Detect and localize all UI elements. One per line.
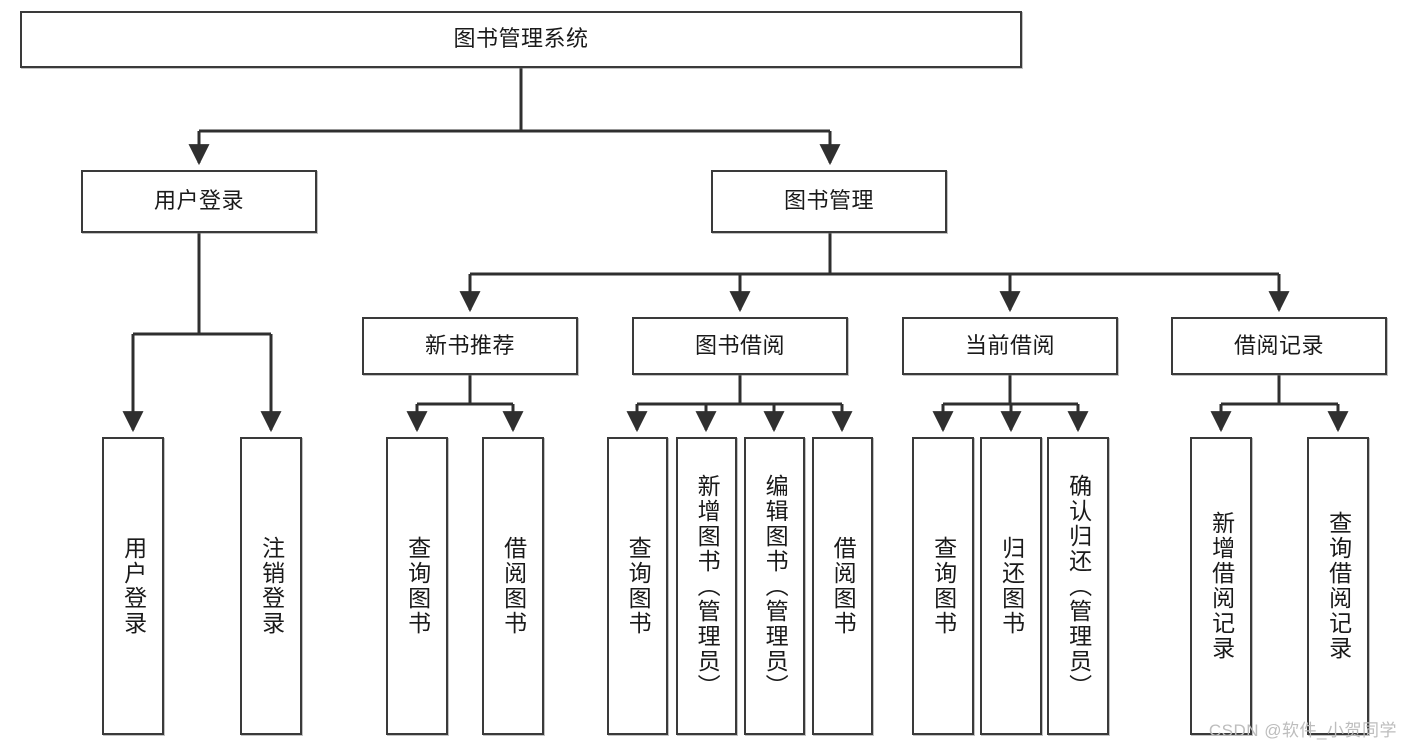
node-root-label: 图书管理系统 bbox=[453, 26, 589, 52]
node-new-book-recommend-label: 新书推荐 bbox=[424, 332, 515, 358]
leaf-query-borrow-record-label: 查询借阅记录 bbox=[1325, 511, 1352, 661]
node-current-borrow[interactable]: 当前借阅 bbox=[902, 317, 1118, 375]
leaf-query-books-borrow-label: 查询图书 bbox=[625, 536, 652, 636]
node-borrow-records[interactable]: 借阅记录 bbox=[1171, 317, 1387, 375]
node-user-login-label: 用户登录 bbox=[153, 188, 244, 214]
leaf-confirm-return-admin-label: 确认归还（管理员） bbox=[1065, 473, 1092, 699]
leaf-add-borrow-record[interactable]: 新增借阅记录 bbox=[1190, 437, 1252, 735]
leaf-query-books-current-label: 查询图书 bbox=[930, 536, 957, 636]
node-book-borrow[interactable]: 图书借阅 bbox=[632, 317, 848, 375]
leaf-add-borrow-record-label: 新增借阅记录 bbox=[1208, 511, 1235, 661]
leaf-user-login[interactable]: 用户登录 bbox=[102, 437, 164, 735]
leaf-query-borrow-record[interactable]: 查询借阅记录 bbox=[1307, 437, 1369, 735]
leaf-logout[interactable]: 注销登录 bbox=[240, 437, 302, 735]
leaf-edit-book-admin[interactable]: 编辑图书（管理员） bbox=[744, 437, 805, 735]
leaf-confirm-return-admin[interactable]: 确认归还（管理员） bbox=[1047, 437, 1109, 735]
node-current-borrow-label: 当前借阅 bbox=[964, 332, 1055, 358]
leaf-return-books-label: 归还图书 bbox=[998, 536, 1025, 636]
leaf-query-books-current[interactable]: 查询图书 bbox=[912, 437, 974, 735]
leaf-return-books[interactable]: 归还图书 bbox=[980, 437, 1042, 735]
leaf-query-books-new[interactable]: 查询图书 bbox=[386, 437, 448, 735]
leaf-query-books-borrow[interactable]: 查询图书 bbox=[607, 437, 668, 735]
leaf-add-book-admin-label: 新增图书（管理员） bbox=[694, 473, 721, 699]
leaf-query-books-new-label: 查询图书 bbox=[404, 536, 431, 636]
leaf-borrow-books-label: 借阅图书 bbox=[830, 536, 857, 636]
leaf-logout-label: 注销登录 bbox=[258, 536, 285, 636]
leaf-add-book-admin[interactable]: 新增图书（管理员） bbox=[676, 437, 737, 735]
node-root[interactable]: 图书管理系统 bbox=[20, 11, 1022, 68]
leaf-borrow-books-new-label: 借阅图书 bbox=[500, 536, 527, 636]
leaf-borrow-books-new[interactable]: 借阅图书 bbox=[482, 437, 544, 735]
leaf-borrow-books[interactable]: 借阅图书 bbox=[812, 437, 873, 735]
node-book-borrow-label: 图书借阅 bbox=[694, 332, 785, 358]
node-book-management-label: 图书管理 bbox=[783, 188, 874, 214]
leaf-user-login-label: 用户登录 bbox=[120, 536, 147, 636]
node-borrow-records-label: 借阅记录 bbox=[1233, 332, 1324, 358]
node-new-book-recommend[interactable]: 新书推荐 bbox=[362, 317, 578, 375]
leaf-edit-book-admin-label: 编辑图书（管理员） bbox=[762, 473, 789, 699]
node-book-management[interactable]: 图书管理 bbox=[711, 170, 947, 233]
node-user-login[interactable]: 用户登录 bbox=[81, 170, 317, 233]
